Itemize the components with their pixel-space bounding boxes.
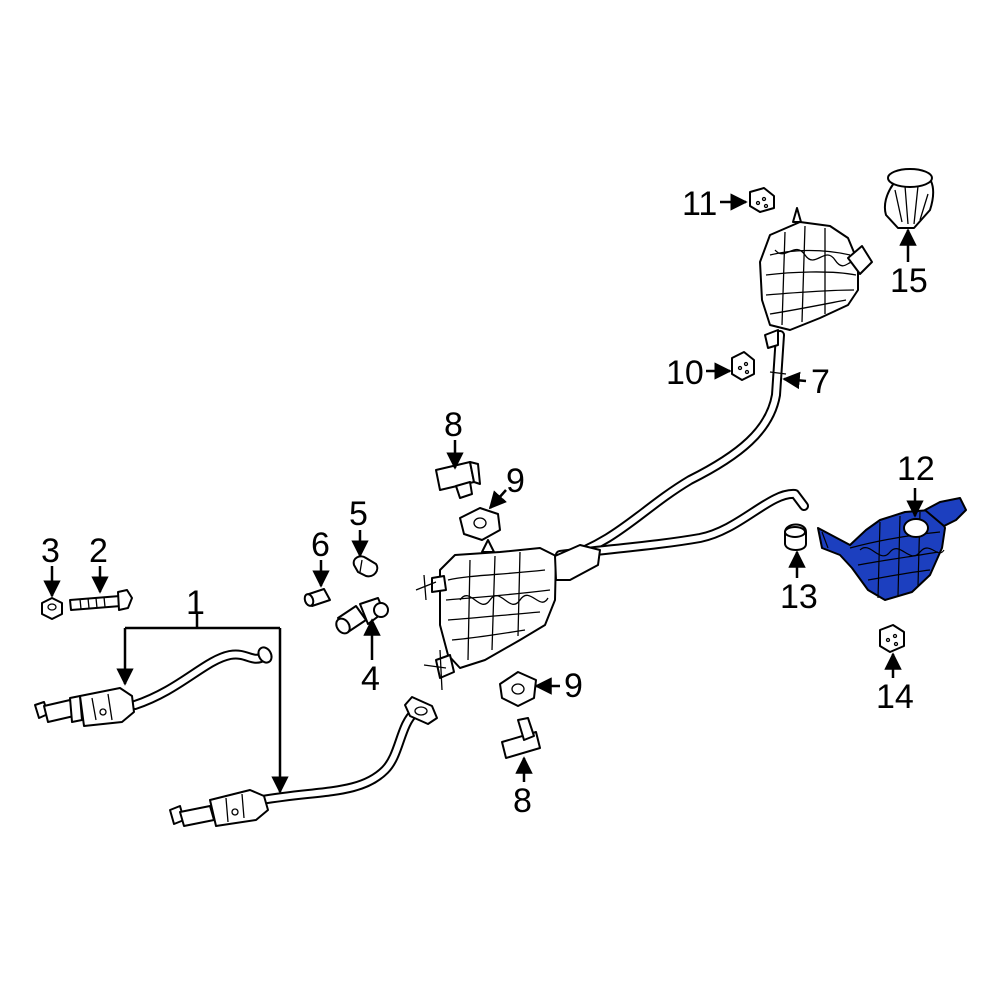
- front-pipe-flange[interactable]: [404, 696, 438, 725]
- callout-6: 6: [311, 526, 330, 564]
- callout-9-upper: 9: [506, 462, 525, 500]
- callout-8-upper: 8: [444, 406, 463, 444]
- lower-front-pipe[interactable]: [257, 707, 420, 805]
- nut-14[interactable]: [879, 624, 905, 653]
- clamp-5[interactable]: [352, 555, 379, 578]
- insulator-13[interactable]: [784, 523, 807, 551]
- lower-catalytic-converter[interactable]: [169, 789, 269, 827]
- callout-3: 3: [41, 532, 60, 570]
- leader-lines: [43, 193, 924, 794]
- bracket-8-lower[interactable]: [501, 717, 541, 759]
- upper-front-pipe[interactable]: [130, 645, 274, 710]
- callout-labels: 1 2 3 4 5 6 7 8 8 9 9 10 11 12 13 14 15: [41, 185, 935, 820]
- bolt-2[interactable]: [69, 589, 133, 611]
- tailpipe-right[interactable]: [555, 489, 809, 560]
- insulator-9-lower[interactable]: [499, 671, 537, 707]
- callout-13: 13: [780, 578, 818, 616]
- insulator-9-upper[interactable]: [459, 507, 501, 541]
- bracket-8-upper[interactable]: [435, 461, 481, 499]
- callout-14: 14: [876, 678, 914, 716]
- nut-11[interactable]: [749, 187, 775, 213]
- callout-10: 10: [666, 354, 704, 392]
- plug-6[interactable]: [303, 588, 331, 607]
- callout-11: 11: [682, 185, 717, 223]
- exhaust-tip-15[interactable]: [883, 168, 935, 229]
- callout-5: 5: [349, 495, 368, 533]
- upper-catalytic-converter[interactable]: [34, 687, 135, 727]
- callout-15: 15: [890, 262, 928, 300]
- nut-10[interactable]: [731, 351, 755, 381]
- callout-1: 1: [186, 584, 205, 622]
- callout-4: 4: [361, 660, 380, 698]
- callout-9-lower: 9: [564, 667, 583, 705]
- callout-2: 2: [89, 532, 108, 570]
- nut-3[interactable]: [41, 597, 63, 620]
- center-resonator[interactable]: [415, 539, 601, 691]
- callout-7: 7: [811, 363, 830, 401]
- rear-muffler-upper[interactable]: [759, 207, 873, 349]
- sensor-4[interactable]: [333, 597, 389, 636]
- rear-muffler-12-highlighted[interactable]: [817, 497, 967, 601]
- callout-8-lower: 8: [513, 782, 532, 820]
- callout-12: 12: [897, 450, 935, 488]
